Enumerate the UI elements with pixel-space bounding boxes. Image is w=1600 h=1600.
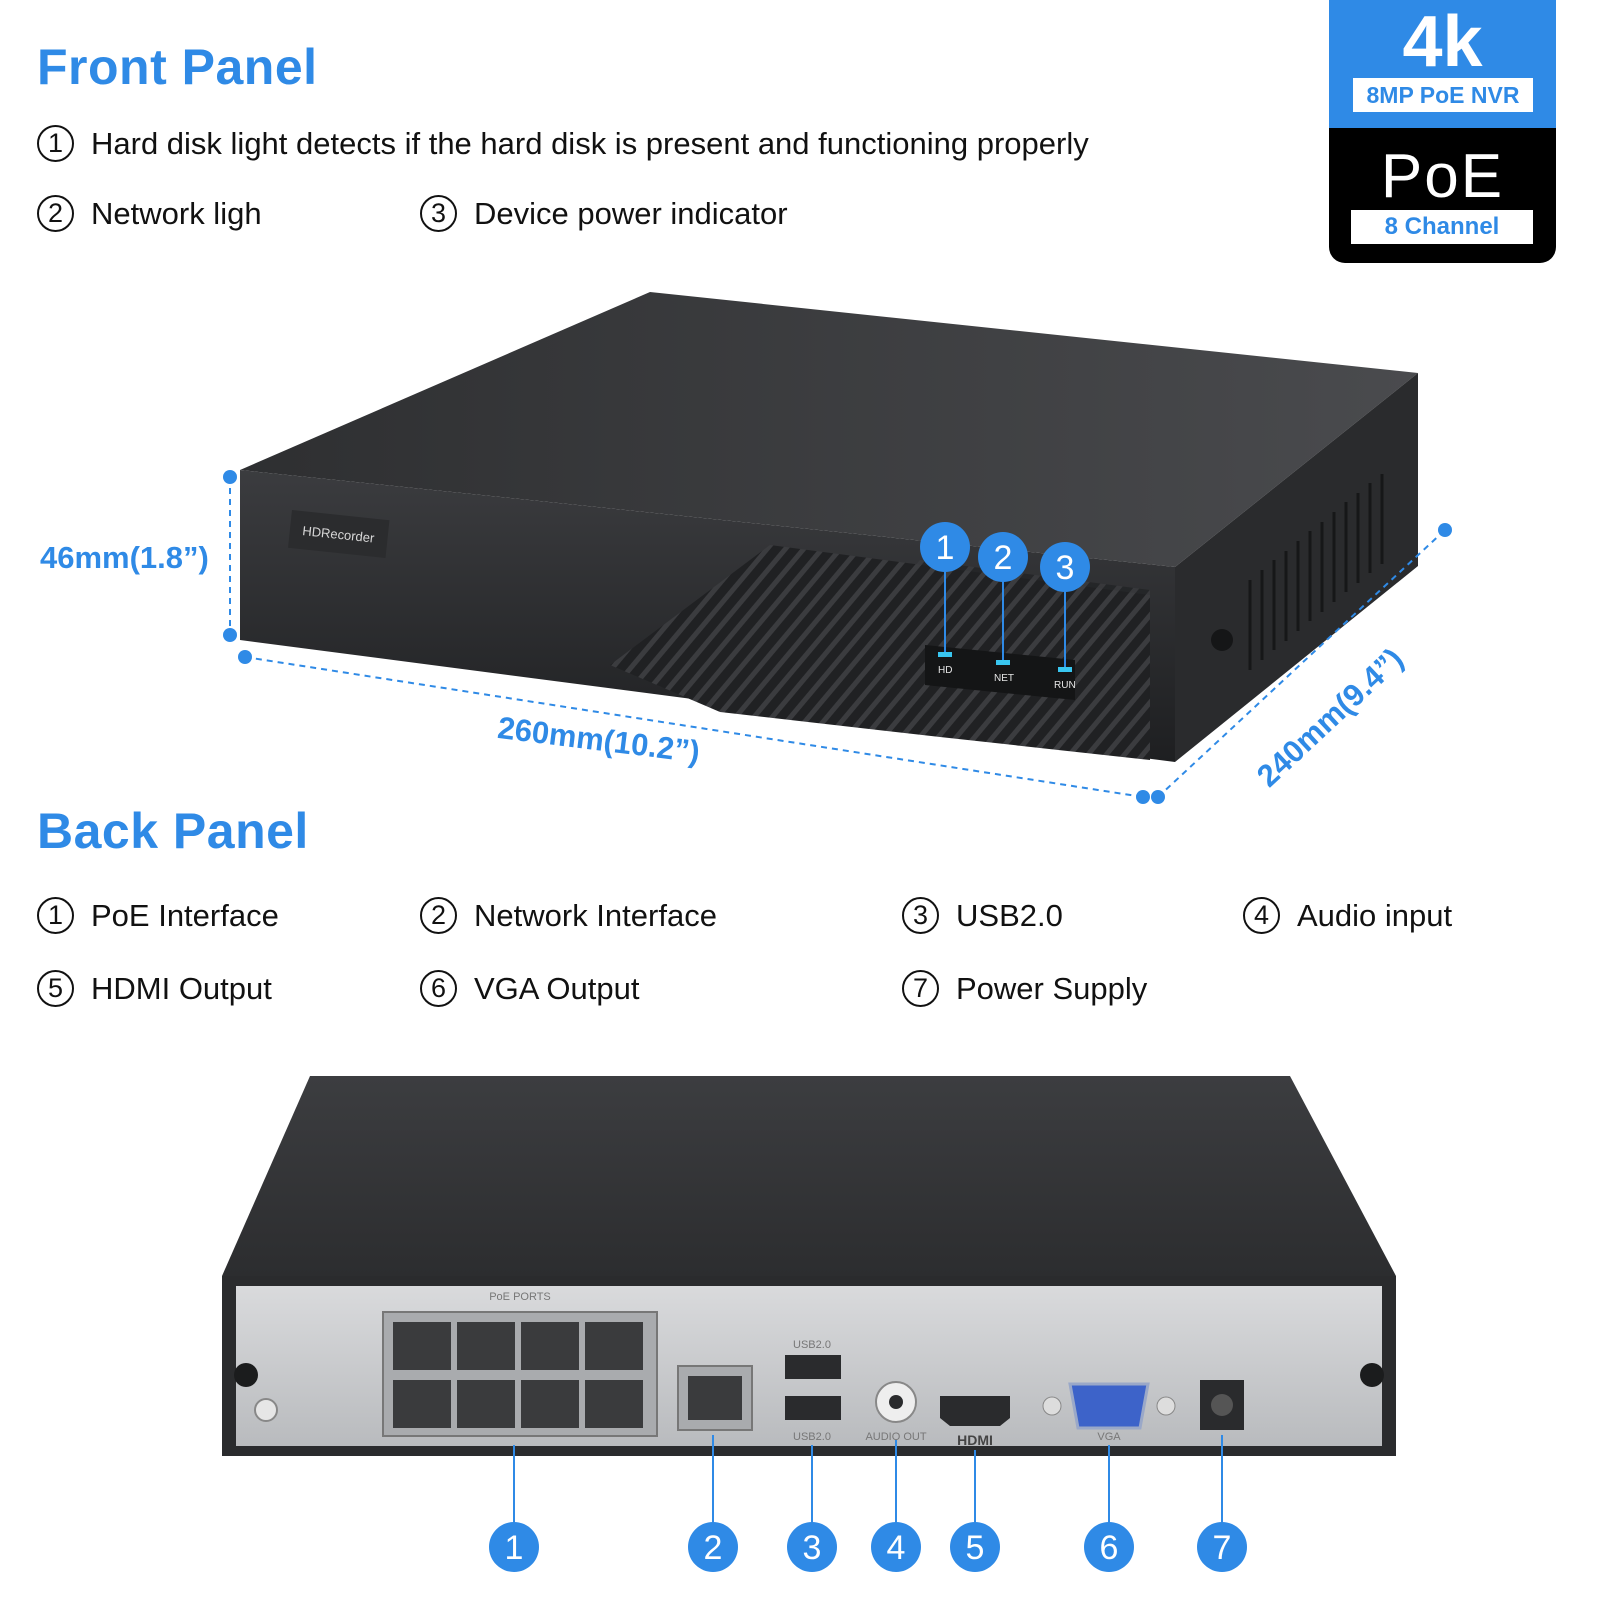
- led-run: [1058, 667, 1072, 672]
- hdmi-port: [940, 1396, 1010, 1426]
- front-item-label: Hard disk light detects if the hard disk…: [91, 125, 1089, 161]
- back-item-2: 2 Network Interface: [420, 897, 717, 934]
- number-circle: 2: [37, 195, 74, 232]
- back-item-6: 6 VGA Output: [420, 970, 639, 1007]
- front-callout-1-label: 1: [936, 529, 955, 567]
- badge-resolution: 4k: [1402, 2, 1483, 82]
- led-hd-label: HD: [938, 665, 952, 676]
- nvr-front-illustration: HDRecorder HD NET RUN 1 2 3: [223, 292, 1452, 804]
- front-callout-2-label: 2: [994, 539, 1013, 577]
- back-panel-title: Back Panel: [37, 803, 309, 859]
- led-panel: [925, 645, 1075, 700]
- badge-poe-block: PoE 8 Channel: [1329, 128, 1556, 263]
- back-callout-1-label: 1: [505, 1529, 524, 1567]
- screw: [1360, 1363, 1384, 1387]
- back-item-label: HDMI Output: [91, 970, 272, 1006]
- led-hd: [938, 652, 952, 657]
- back-callout-3-label: 3: [803, 1529, 822, 1567]
- back-callout-1: [489, 1522, 539, 1572]
- vga-port: [1068, 1382, 1150, 1430]
- back-callout-5: [950, 1522, 1000, 1572]
- poe-ports: [393, 1322, 643, 1428]
- number-circle: 3: [902, 897, 939, 934]
- dimension-lines: [229, 477, 1446, 798]
- back-callout-4-label: 4: [887, 1529, 906, 1567]
- back-callout-7: [1197, 1522, 1247, 1572]
- back-callout-3: [787, 1522, 837, 1572]
- front-item-3: 3 Device power indicator: [420, 195, 788, 232]
- ground-screw: [254, 1398, 278, 1422]
- badge-poe-logo: PoE: [1380, 142, 1505, 211]
- front-callouts: 1 2 3: [920, 522, 1090, 592]
- front-callout-1: [920, 522, 970, 572]
- front-item-1: 1 Hard disk light detects if the hard di…: [37, 125, 1089, 162]
- front-callout-3-label: 3: [1056, 549, 1075, 587]
- back-item-label: PoE Interface: [91, 897, 279, 933]
- number-circle: 3: [420, 195, 457, 232]
- usb-label-top: USB2.0: [793, 1339, 831, 1351]
- back-callout-2: [688, 1522, 738, 1572]
- led-run-label: RUN: [1054, 680, 1076, 691]
- usb-port-2: [785, 1396, 841, 1420]
- audio-label: AUDIO OUT: [865, 1431, 926, 1443]
- side-port: [1211, 629, 1233, 651]
- number-circle: 5: [37, 970, 74, 1007]
- usb-port-1: [785, 1355, 841, 1379]
- poe-ports-label: PoE PORTS: [489, 1291, 551, 1303]
- led-net: [996, 660, 1010, 665]
- number-circle: 6: [420, 970, 457, 1007]
- number-circle: 4: [1243, 897, 1280, 934]
- back-callout-2-label: 2: [704, 1529, 723, 1567]
- number-circle: 2: [420, 897, 457, 934]
- number-circle: 1: [37, 125, 74, 162]
- back-item-4: 4 Audio input: [1243, 897, 1452, 934]
- number-circle: 1: [37, 897, 74, 934]
- back-item-1: 1 PoE Interface: [37, 897, 279, 934]
- number-circle: 7: [902, 970, 939, 1007]
- brand-plate: [288, 510, 390, 559]
- vga-label: VGA: [1097, 1431, 1121, 1443]
- back-callout-6: [1084, 1522, 1134, 1572]
- back-callout-4: [871, 1522, 921, 1572]
- front-callout-2: [978, 532, 1028, 582]
- badge-channels: 8 Channel: [1351, 210, 1533, 244]
- back-callout-7-label: 7: [1213, 1529, 1232, 1567]
- device-top: [240, 292, 1418, 567]
- nvr-back-illustration: PoE PORTS USB2.0 USB2.0 AUDIO OUT HDMI V…: [222, 1076, 1396, 1572]
- back-item-7: 7 Power Supply: [902, 970, 1147, 1007]
- front-item-2: 2 Network ligh: [37, 195, 262, 232]
- badge-model: 8MP PoE NVR: [1353, 78, 1533, 112]
- hdmi-label: HDMI: [957, 1432, 993, 1448]
- dimension-endpoints: [223, 470, 1452, 804]
- front-item-label: Device power indicator: [474, 195, 788, 231]
- front-item-label: Network ligh: [91, 195, 262, 231]
- screw: [234, 1363, 258, 1387]
- back-device-top: [222, 1076, 1396, 1276]
- usb-label-bottom: USB2.0: [793, 1431, 831, 1443]
- back-item-3: 3 USB2.0: [902, 897, 1063, 934]
- back-item-label: VGA Output: [474, 970, 640, 1006]
- badge-resolution-block: 4k 8MP PoE NVR: [1329, 0, 1556, 128]
- back-item-label: Network Interface: [474, 897, 717, 933]
- back-callouts: 1 2 3 4 5 6 7: [489, 1522, 1247, 1572]
- back-callout-5-label: 5: [966, 1529, 985, 1567]
- back-callout-lines: [513, 1435, 1223, 1528]
- dimension-height: 46mm(1.8”): [40, 540, 209, 575]
- back-callout-6-label: 6: [1100, 1529, 1119, 1567]
- front-panel-title: Front Panel: [37, 39, 318, 95]
- side-vents: [1248, 474, 1384, 670]
- back-item-label: Power Supply: [956, 970, 1148, 1006]
- product-badge: 4k 8MP PoE NVR PoE 8 Channel: [1329, 0, 1556, 263]
- back-item-5: 5 HDMI Output: [37, 970, 272, 1007]
- front-callout-3: [1040, 542, 1090, 592]
- back-item-label: USB2.0: [956, 897, 1063, 933]
- back-item-label: Audio input: [1297, 897, 1453, 933]
- led-net-label: NET: [994, 673, 1014, 684]
